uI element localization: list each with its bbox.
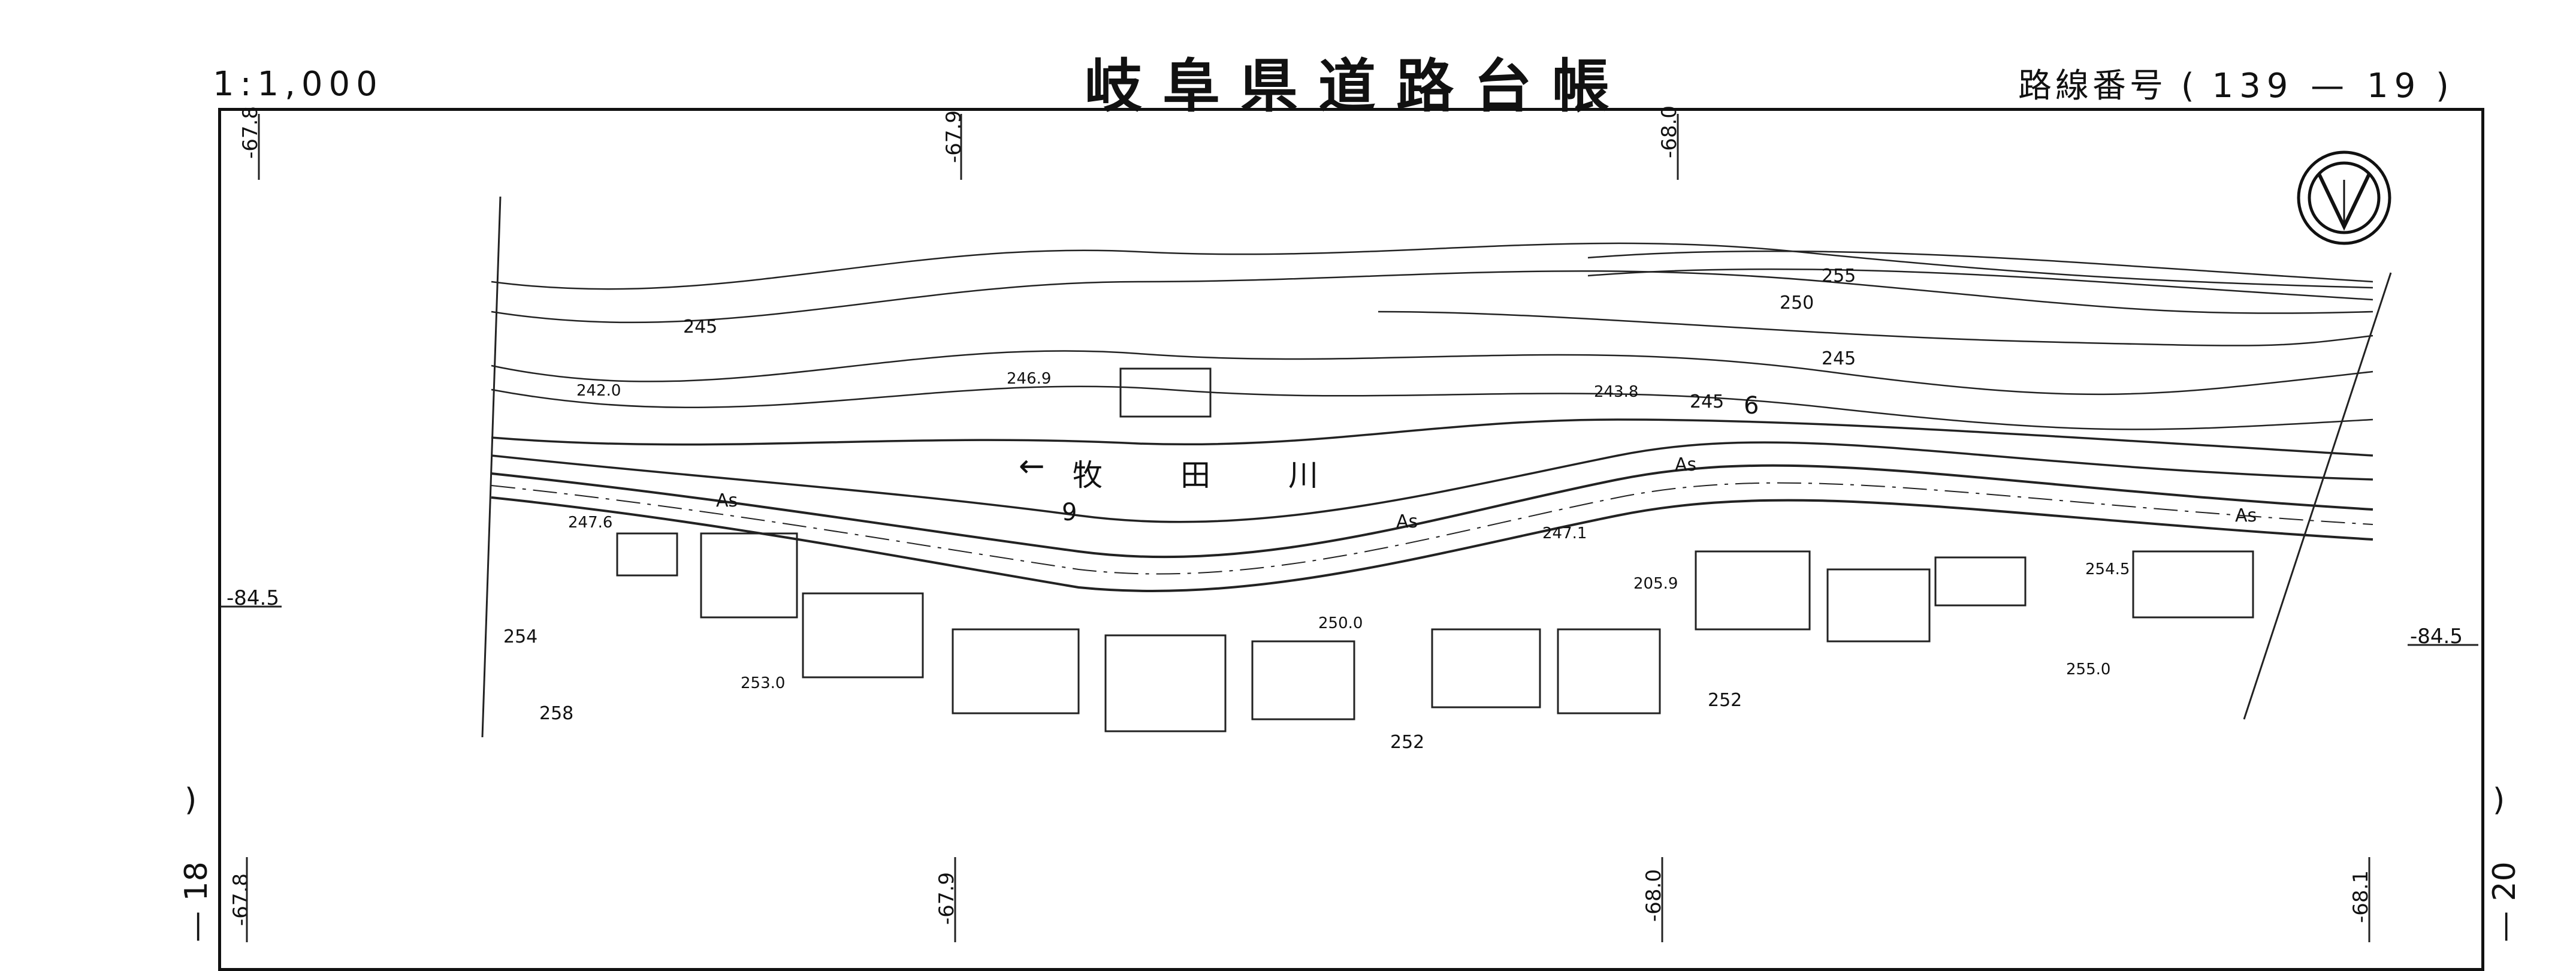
sheet-edge-left [481,196,502,738]
adjacent-sheet-right-paren: ) [2493,782,2505,818]
map-scale: 1:1,000 [213,65,383,104]
building [1934,556,2027,607]
north-arrow-icon [2297,150,2391,245]
building [616,532,678,577]
elevation-label: 246.9 [1007,370,1051,388]
route-mark: 9 [1062,499,1077,526]
route-mark: 6 [1744,392,1759,420]
building [2132,550,2254,619]
contour-label: 245 [1690,391,1724,412]
contour-label: 255 [1822,266,1856,287]
sheet-edge-right [2243,272,2392,720]
building [1104,634,1227,732]
building [952,628,1080,714]
contour-label: 245 [683,316,717,337]
elevation-label: 254.5 [2085,560,2130,578]
contour-line [491,242,2373,290]
contour-line [1587,268,2373,301]
building [1826,568,1931,643]
contour-line [491,350,2373,396]
contour-label: 252 [1390,732,1424,753]
elevation-label: 243.8 [1594,383,1638,401]
contour-label: 245 [1822,348,1856,369]
river-name: 牧 田 川 [1073,458,1342,493]
route-paren-close: ) [2436,67,2453,105]
building [1431,628,1541,708]
building [1251,640,1355,720]
contour-label: 254 [503,626,537,647]
building [802,592,924,679]
river-bank-south [491,441,2373,523]
elevation-label: 242.0 [576,382,621,400]
pavement-label: As [1396,511,1418,532]
route-number: 路線番号 ( 139 — 19 ) [2018,59,2453,107]
elevation-label: 247.1 [1542,524,1587,542]
elevation-label: 250.0 [1318,614,1363,632]
road-centerline [491,482,2373,575]
contour-label: 258 [539,703,573,724]
building [1557,628,1661,714]
contour-line [1587,250,2373,283]
elevation-label: 253.0 [741,674,785,692]
road-edge-south [491,496,2373,592]
pavement-label: As [1675,454,1696,475]
river-arrow: ← [1019,448,1045,484]
building [1119,367,1212,418]
elevation-label: 205.9 [1633,575,1678,593]
contour-line [1378,310,2373,346]
route-label: 路線番号 [2018,67,2167,105]
pavement-label: As [716,490,738,511]
building [700,532,798,619]
elevation-label: 247.6 [568,514,612,532]
contour-label: 252 [1708,690,1742,711]
pavement-label: As [2235,505,2257,526]
river-bank-north [491,418,2373,457]
elevation-label: 255.0 [2066,661,2110,679]
contour-line [491,270,2373,324]
route-paren-open: ( [2181,67,2198,105]
building [1695,550,1811,631]
contour-line [491,385,2373,430]
road-edge-north [491,464,2373,559]
route-number-value: 139 — 19 [2212,67,2422,105]
contour-label: 250 [1780,292,1814,313]
adjacent-sheet-left-paren: ) [185,782,197,818]
map-drawing: ← 牧 田 川 As As As As 255 250 245 245 245 … [221,114,2478,942]
